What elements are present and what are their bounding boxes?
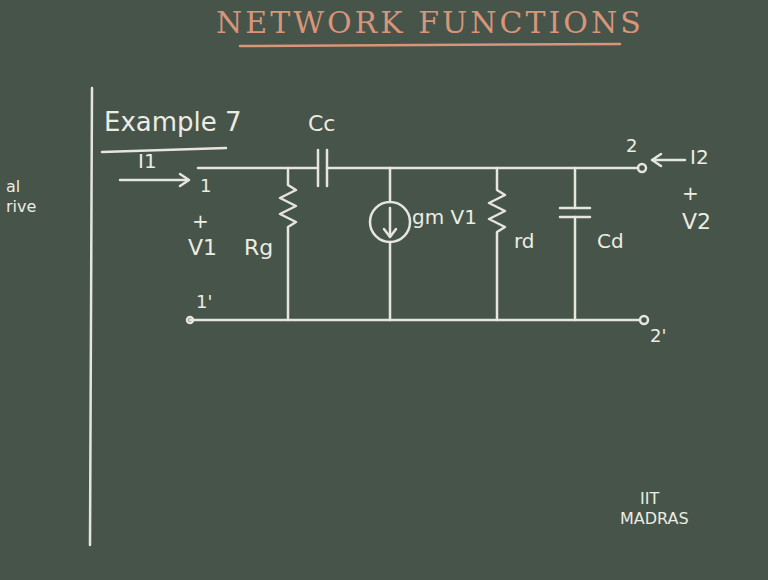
- wire: [190, 319, 640, 322]
- terminal-number: 2: [626, 136, 637, 156]
- watermark: IIT: [640, 490, 659, 508]
- terminal-number: 1: [200, 176, 211, 196]
- terminal: [187, 317, 193, 323]
- current-label: I1: [138, 150, 157, 172]
- component-label: Cd: [597, 230, 624, 252]
- wire: [574, 217, 577, 320]
- current-source-arrow: [389, 208, 392, 236]
- arrow-head: [652, 154, 661, 166]
- wire: [389, 168, 392, 202]
- board-title: NETWORK FUNCTIONS: [216, 6, 644, 39]
- current-label: I2: [690, 146, 709, 168]
- heading-underline: [102, 148, 226, 152]
- resistor-symbol: [280, 168, 296, 320]
- board-frame-line: [90, 88, 92, 545]
- wire: [327, 167, 638, 170]
- current-arrow-line: [653, 159, 685, 162]
- polarity-sign: +: [192, 210, 209, 232]
- terminal: [638, 164, 646, 172]
- arrow-head: [180, 174, 189, 186]
- terminal: [640, 316, 648, 324]
- terminal-number: 2': [650, 326, 666, 346]
- wire: [198, 167, 318, 170]
- terminal-number: 1': [196, 292, 212, 312]
- wire: [389, 242, 392, 320]
- wire: [574, 168, 577, 208]
- voltage-label: V1: [188, 236, 217, 260]
- voltage-label: V2: [682, 210, 711, 234]
- margin-note: al: [6, 178, 20, 196]
- current-arrow-line: [120, 179, 188, 182]
- capacitor-plate: [560, 207, 590, 210]
- component-label: rd: [514, 230, 535, 252]
- component-label: Cc: [308, 112, 335, 136]
- polarity-sign: +: [682, 182, 699, 204]
- current-source-symbol: [370, 202, 410, 242]
- source-label: gm V1: [412, 206, 477, 228]
- capacitor-plate: [317, 150, 320, 186]
- example-heading: Example 7: [104, 108, 242, 137]
- title-underline: [240, 44, 620, 46]
- arrow-head: [384, 229, 396, 237]
- component-label: Rg: [244, 236, 273, 260]
- margin-note: rive: [6, 198, 36, 216]
- resistor-symbol: [489, 168, 505, 320]
- watermark: MADRAS: [620, 510, 689, 528]
